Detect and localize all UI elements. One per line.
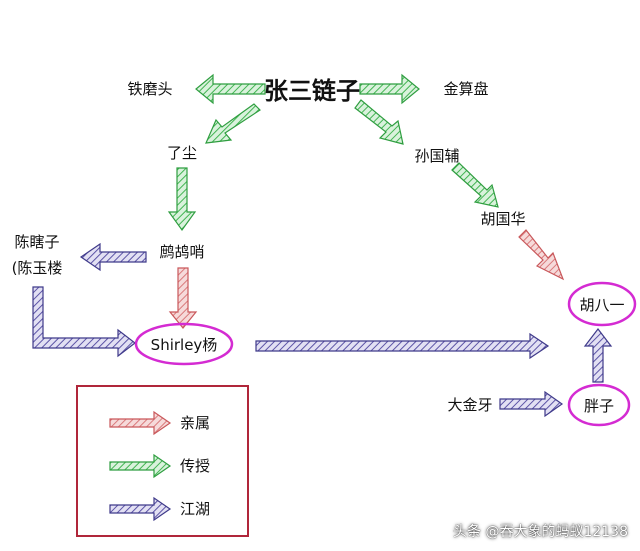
pangzi-highlight-ellipse — [567, 383, 631, 427]
arrow-zhegushao-to-chenxiazi — [79, 242, 147, 272]
node-zhang-sanlianzi: 张三链子 — [264, 77, 360, 105]
node-liaochen: 了尘 — [167, 144, 197, 162]
node-dajinya: 大金牙 — [447, 396, 492, 414]
arrow-pangzi-to-hubayi — [583, 328, 613, 383]
arrow-zhegushao-to-shirley — [168, 267, 198, 329]
arrow-chenxiazi-to-shirley — [32, 286, 136, 358]
watermark: 头条 @吞大象的蚂蚁12138 — [453, 524, 628, 540]
node-chenyulou: (陈玉楼 — [12, 259, 63, 277]
legend-kin-label: 亲属 — [180, 414, 210, 432]
arrow-shirley-to-hubayi — [255, 332, 550, 360]
arrow-zhang-to-tiemotou — [195, 73, 266, 105]
legend-kin-arrow — [109, 410, 172, 436]
node-pangzi: 胖子 — [584, 397, 614, 415]
legend-jianghu-label: 江湖 — [180, 500, 210, 518]
node-huguohua: 胡国华 — [480, 210, 525, 228]
arrow-zhang-to-sunguofu — [354, 99, 404, 145]
arrow-sunguofu-to-huguohua — [451, 162, 499, 208]
arrow-liaochen-to-zhegushao — [167, 167, 197, 232]
node-shirley-yang: Shirley杨 — [151, 336, 218, 354]
arrow-huguohua-to-hubayi — [518, 229, 565, 281]
node-zhegushao: 鹧鸪哨 — [159, 243, 204, 261]
legend-teach-arrow — [109, 453, 172, 479]
legend: 亲属 传授 江湖 — [76, 385, 249, 537]
shirley-highlight-ellipse — [134, 322, 234, 366]
legend-jianghu-arrow — [109, 496, 172, 522]
hubayi-highlight-ellipse — [567, 281, 637, 327]
node-hubayi: 胡八一 — [579, 296, 624, 314]
legend-teach-label: 传授 — [180, 457, 210, 475]
node-chenxiazi: 陈瞎子 — [14, 233, 59, 251]
arrow-zhang-to-jinsuanpan — [359, 73, 420, 105]
node-sunguofu: 孙国辅 — [414, 147, 459, 165]
node-tiemotou: 铁磨头 — [127, 80, 172, 98]
arrow-dajinya-to-pangzi — [499, 390, 564, 418]
arrow-zhang-to-liaochen — [205, 103, 261, 144]
node-jinsuanpan: 金算盘 — [443, 80, 488, 98]
